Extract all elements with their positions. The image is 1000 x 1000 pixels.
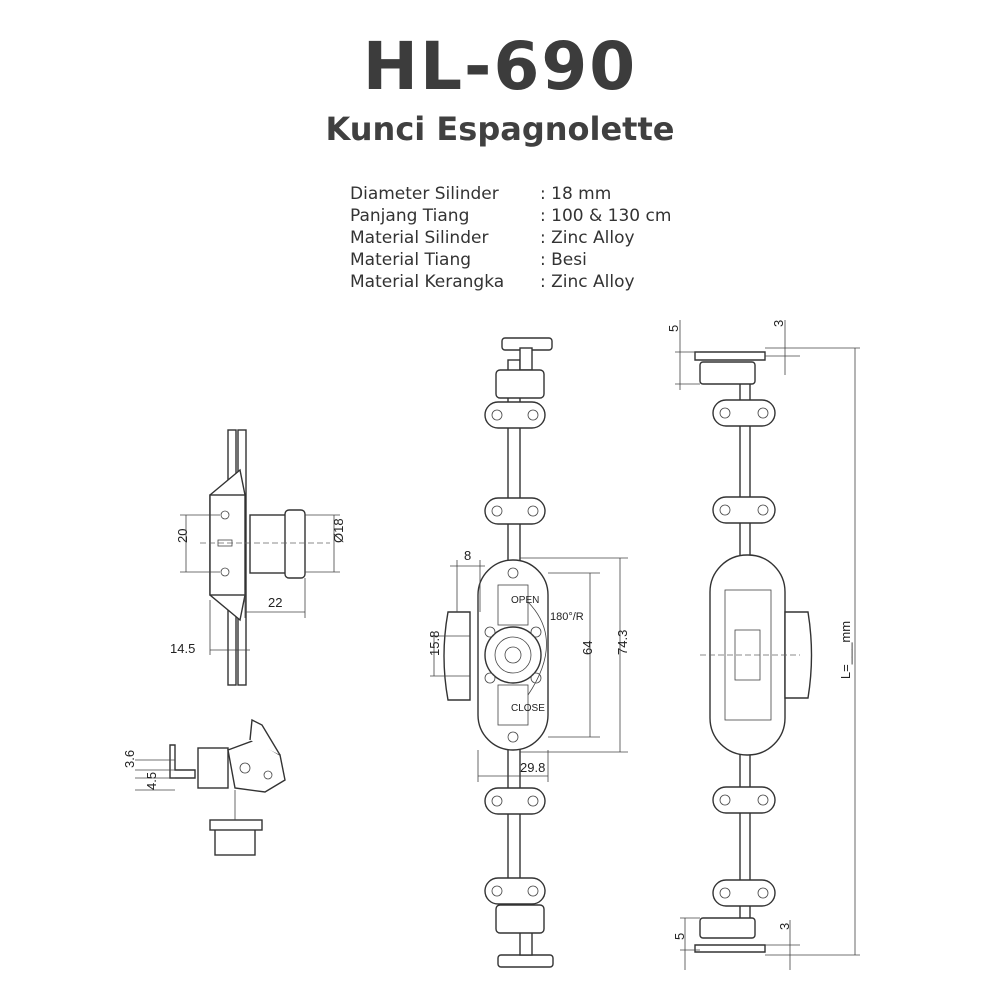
dim-top-right-label: 3	[771, 320, 786, 327]
spec-row: Material Kerangka : Zinc Alloy	[350, 271, 671, 293]
spec-value: : 18 mm	[540, 184, 612, 204]
dim-top-left-label: 5	[666, 325, 681, 332]
dim-inner-label: 64	[580, 641, 595, 655]
dim-width-label: 29.8	[520, 760, 545, 775]
spec-value: : 100 & 130 cm	[540, 206, 672, 226]
spec-row: Diameter Silinder : 18 mm	[350, 183, 671, 205]
rotation-label: 180°/R	[550, 611, 584, 623]
spec-value: : Zinc Alloy	[540, 228, 635, 248]
spec-label: Material Silinder	[350, 228, 489, 248]
spec-value: : Zinc Alloy	[540, 272, 635, 292]
dim-height-label: 20	[175, 529, 190, 543]
rod-clip	[484, 401, 546, 429]
rod-clip	[484, 877, 546, 905]
spec-label: Diameter Silinder	[350, 184, 499, 204]
dim-b-label: 4.5	[144, 772, 159, 790]
spec-table: Diameter Silinder : 18 mm Panjang Tiang : …	[350, 183, 671, 293]
dim-lever-height-label: 15.8	[427, 631, 442, 656]
dim-depth-label: 22	[268, 595, 282, 610]
length-label: L=___mm	[838, 621, 853, 679]
close-label: CLOSE	[511, 703, 545, 714]
rod-clip	[484, 497, 546, 525]
dim-diameter-label: Ø18	[331, 518, 346, 543]
back-view: 5 3 5 3 L=___mm	[666, 320, 860, 970]
dim-bottom-left-label: 5	[672, 933, 687, 940]
dim-outer-label: 74.3	[615, 630, 630, 655]
spec-label: Panjang Tiang	[350, 206, 470, 226]
spec-row: Material Silinder : Zinc Alloy	[350, 227, 671, 249]
spec-label: Material Tiang	[350, 250, 472, 270]
product-title: HL-690	[362, 28, 638, 105]
side-view: 20 Ø18 22 14.5	[170, 429, 346, 686]
front-view: OPEN 180°/R CLOSE 8 15.8 64 74.3 29.8	[427, 337, 630, 968]
dim-a-label: 3.6	[122, 750, 137, 768]
spec-value: : Besi	[540, 250, 587, 270]
detail-view: 3.6 4.5	[122, 718, 286, 856]
spec-row: Material Tiang : Besi	[350, 249, 671, 271]
rod-clip	[712, 786, 776, 814]
rod-clip	[712, 496, 776, 524]
dim-offset-label: 14.5	[170, 641, 195, 656]
product-subtitle: Kunci Espagnolette	[325, 110, 675, 148]
rod-clip	[484, 787, 546, 815]
rod-clip	[712, 399, 776, 427]
dim-lever-label: 8	[464, 548, 471, 563]
spec-row: Panjang Tiang : 100 & 130 cm	[350, 205, 671, 227]
open-label: OPEN	[511, 595, 539, 606]
rod-clip	[712, 879, 776, 907]
spec-label: Material Kerangka	[350, 272, 505, 292]
dim-bottom-right-label: 3	[777, 923, 792, 930]
